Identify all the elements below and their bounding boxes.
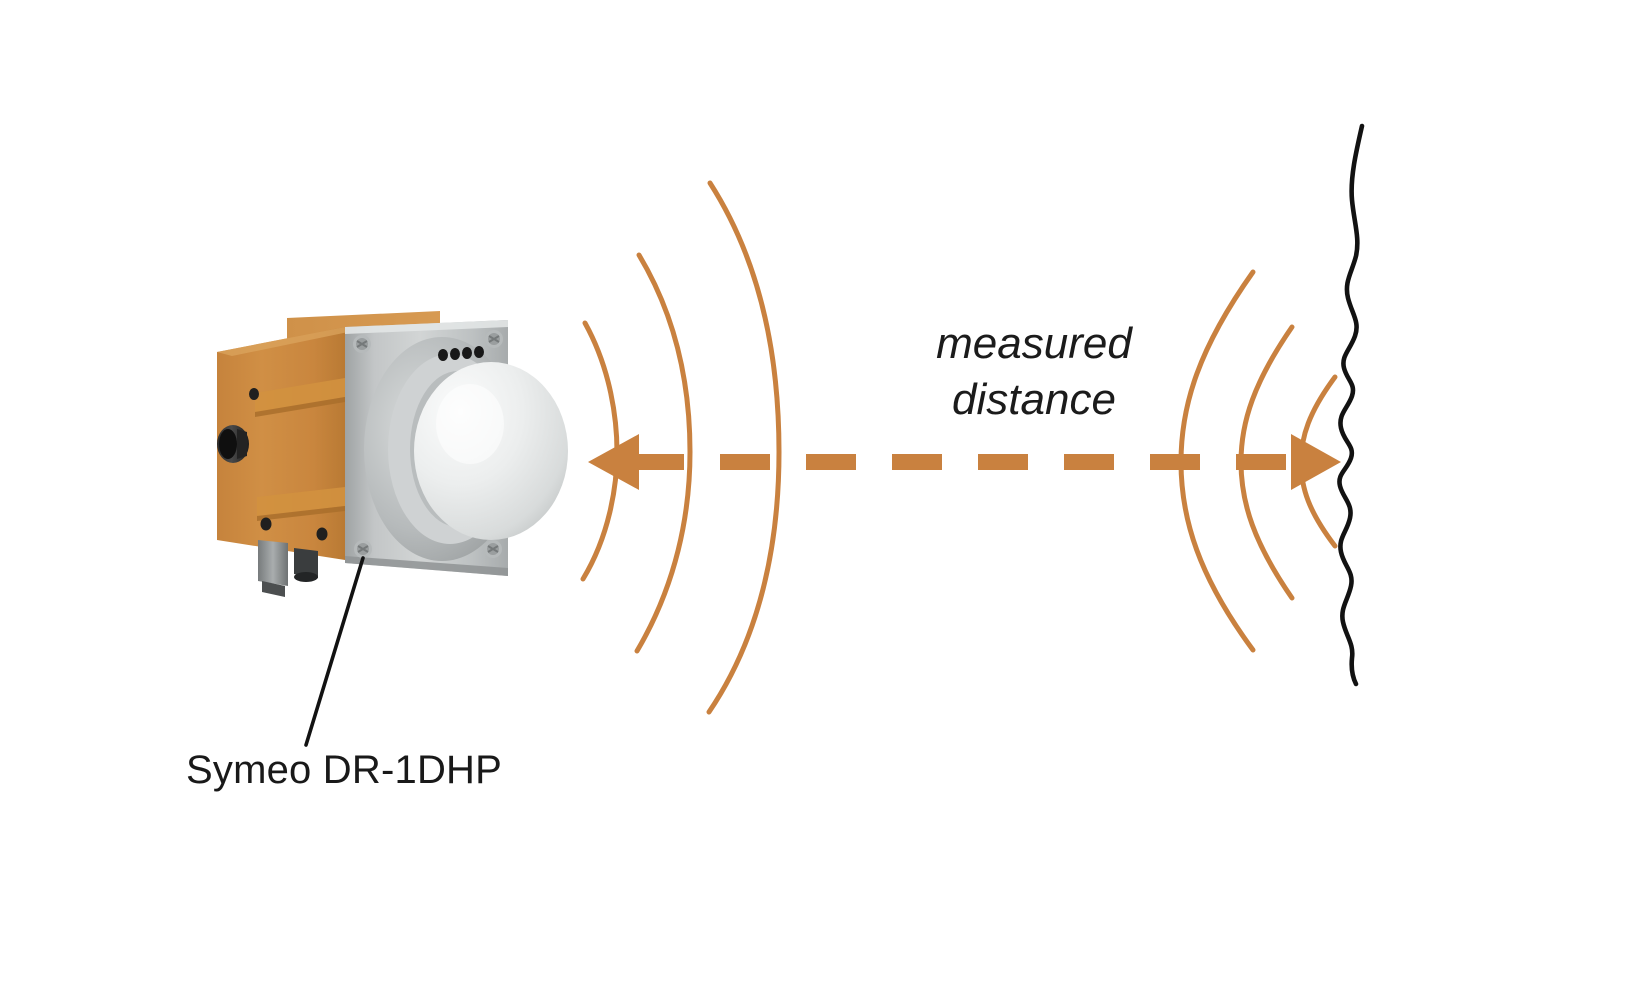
wave-left-3 — [706, 180, 782, 715]
device-fin-upper-shadow — [255, 397, 345, 417]
device-fin-lower — [257, 487, 345, 516]
measured-distance-label: measured distance — [884, 316, 1184, 429]
arrow-head-left — [588, 434, 639, 490]
led-indicator-row — [438, 346, 484, 361]
bottom-connectors — [258, 540, 318, 597]
arrow-head-right — [1291, 434, 1341, 490]
screw-hole-3 — [316, 527, 328, 541]
screw-hole-2 — [260, 517, 272, 531]
screw-hole-1 — [249, 388, 259, 400]
radar-sensor-icon — [217, 311, 568, 597]
double-headed-dashed-arrow-icon — [588, 434, 1341, 490]
faceplate-top-bevel — [345, 320, 508, 334]
radar-wave-left-icon — [580, 180, 782, 715]
radome-highlight — [436, 384, 504, 464]
leader-line-icon — [304, 556, 365, 747]
cable-gland-connector — [217, 425, 249, 463]
device-name-label: Symeo DR-1DHP — [186, 748, 502, 792]
device-fin-upper — [255, 378, 345, 412]
faceplate-screws — [353, 330, 503, 558]
faceplate-bottom-bevel — [345, 556, 508, 576]
measured-distance-line1: measured — [936, 319, 1132, 368]
device-fin-lower-shadow — [257, 506, 345, 521]
target-surface-icon — [1337, 123, 1365, 687]
device-housing-top — [217, 327, 358, 356]
wave-left-2 — [634, 252, 693, 654]
measured-distance-line2: distance — [952, 375, 1116, 425]
